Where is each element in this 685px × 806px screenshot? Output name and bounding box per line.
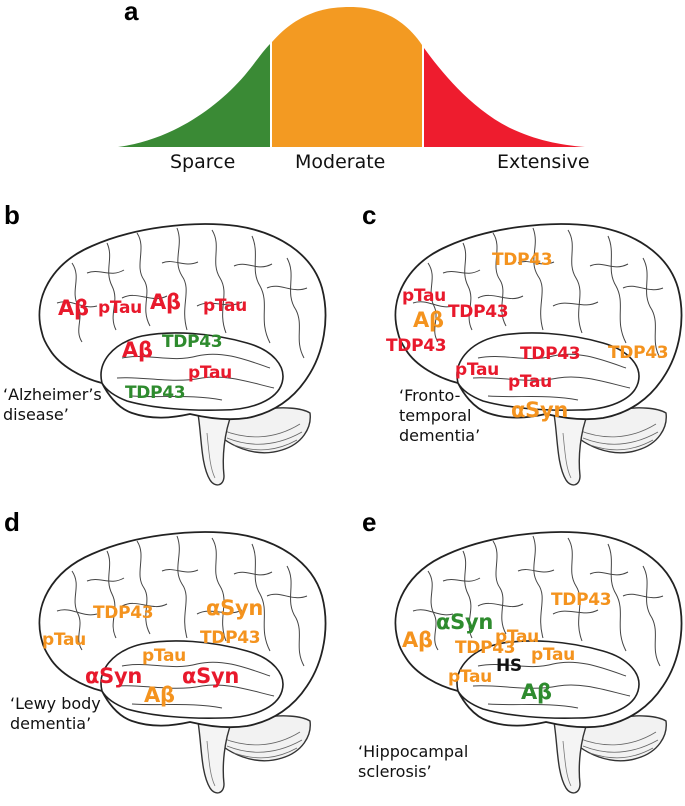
tag-e-2: pTau: [495, 627, 539, 647]
panel-d-letter: d: [4, 507, 20, 537]
caption-b: ‘Alzheimer’s disease’: [3, 385, 102, 424]
tag-c-9: αSyn: [511, 398, 568, 422]
tag-d-6: αSyn: [182, 664, 239, 688]
label-moderate: Moderate: [295, 151, 386, 173]
tag-c-4: TDP43: [386, 336, 447, 356]
caption-e: ‘Hippocampal sclerosis’: [358, 742, 469, 781]
tag-d-1: αSyn: [206, 596, 263, 620]
caption-d: ‘Lewy body dementia’: [10, 694, 101, 733]
label-sparce: Sparce: [170, 151, 236, 173]
brain-d: [38, 531, 327, 794]
tag-b-4: Aβ: [122, 338, 153, 362]
tag-e-4: TDP43: [455, 638, 516, 658]
tag-b-6: pTau: [188, 363, 232, 383]
tag-c-1: pTau: [402, 286, 446, 306]
tag-e-0: TDP43: [551, 590, 612, 610]
panel-c-letter: c: [362, 200, 377, 230]
tag-c-7: pTau: [455, 360, 499, 380]
tag-d-7: Aβ: [144, 683, 175, 707]
tag-b-1: Aβ: [150, 290, 181, 314]
tag-c-5: TDP43: [520, 344, 581, 364]
tag-e-7: pTau: [448, 667, 492, 687]
severity-curve: [118, 7, 585, 147]
tag-b-3: Aβ: [58, 296, 89, 320]
tag-e-1: αSyn: [436, 610, 493, 634]
tag-d-3: TDP43: [200, 628, 261, 648]
brain-b: [38, 223, 327, 486]
tag-b-0: pTau: [98, 298, 142, 318]
tag-c-8: pTau: [508, 372, 552, 392]
tag-b-2: pTau: [203, 296, 247, 316]
panel-e-letter: e: [362, 507, 377, 537]
tag-d-0: TDP43: [93, 603, 154, 623]
sparce-region: [118, 44, 270, 147]
tag-c-0: TDP43: [492, 250, 553, 270]
tag-c-2: Aβ: [413, 308, 444, 332]
tag-d-2: pTau: [42, 630, 86, 650]
label-extensive: Extensive: [497, 151, 590, 173]
tag-e-8: Aβ: [521, 680, 552, 704]
moderate-region: [272, 7, 422, 147]
tag-c-6: TDP43: [608, 343, 669, 363]
extensive-region: [424, 48, 585, 147]
tag-b-7: TDP43: [125, 383, 186, 403]
tag-e-6: pTau: [531, 645, 575, 665]
caption-c: ‘Fronto- temporal dementia’: [399, 386, 481, 445]
tag-e-3: Aβ: [402, 628, 433, 652]
tag-d-4: pTau: [142, 646, 186, 666]
panel-a-letter: a: [124, 0, 139, 26]
tag-d-5: αSyn: [85, 664, 142, 688]
panel-b-letter: b: [4, 200, 20, 230]
tag-e-5: HS: [496, 656, 522, 676]
tag-b-5: TDP43: [162, 332, 223, 352]
tag-c-3: TDP43: [448, 302, 509, 322]
